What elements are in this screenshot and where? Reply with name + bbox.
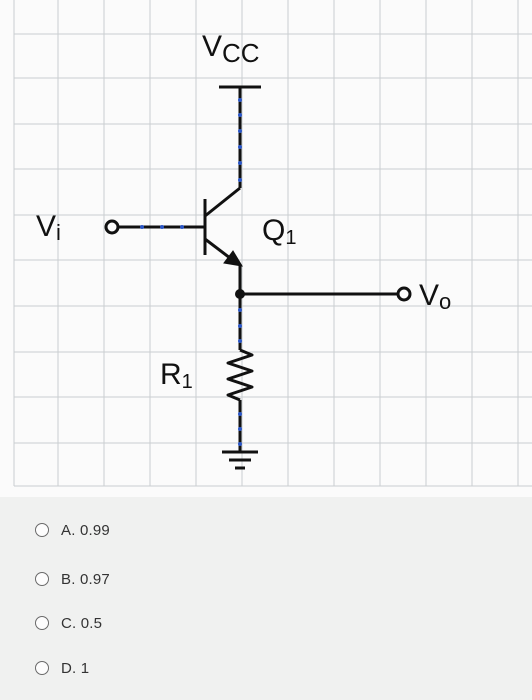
ground-symbol — [222, 450, 258, 470]
transistor-q1 — [203, 186, 243, 294]
vout-label: Vo — [419, 279, 451, 314]
vcc-terminal — [219, 85, 261, 188]
option-d-label: D. 1 — [61, 659, 90, 677]
option-d[interactable]: D. 1 — [35, 656, 89, 680]
vcc-label-main: V — [202, 30, 222, 63]
option-b-label: B. 0.97 — [61, 570, 110, 588]
vin-label-sub: i — [56, 220, 61, 245]
radio-icon[interactable] — [35, 661, 49, 675]
wire-junction-dots — [140, 98, 242, 446]
graph-paper-grid — [13, 0, 532, 487]
vcc-label-sub: CC — [222, 38, 260, 68]
vout-label-main: V — [419, 279, 439, 312]
vcc-label: VCC — [202, 30, 260, 68]
q1-label: Q1 — [262, 214, 296, 249]
option-a-label: A. 0.99 — [61, 521, 110, 539]
answer-options: A. 0.99 B. 0.97 C. 0.5 D. 1 — [0, 497, 532, 700]
option-a[interactable]: A. 0.99 — [35, 518, 110, 542]
input-terminal — [104, 219, 204, 235]
q1-label-sub: 1 — [285, 227, 296, 249]
circuit-figure: VCC Vi Q1 Vo R1 — [0, 0, 532, 497]
r1-label-main: R — [160, 358, 182, 391]
vin-label: Vi — [36, 210, 61, 245]
r1-label-sub: 1 — [182, 371, 193, 393]
option-c-label: C. 0.5 — [61, 614, 103, 632]
option-b[interactable]: B. 0.97 — [35, 567, 110, 591]
radio-icon[interactable] — [35, 523, 49, 537]
q1-label-main: Q — [262, 214, 285, 247]
option-c[interactable]: C. 0.5 — [35, 611, 102, 635]
radio-icon[interactable] — [35, 572, 49, 586]
output-wire — [235, 286, 412, 302]
vout-label-sub: o — [439, 289, 451, 314]
vin-label-main: V — [36, 210, 56, 243]
r1-label: R1 — [160, 358, 193, 393]
radio-icon[interactable] — [35, 616, 49, 630]
